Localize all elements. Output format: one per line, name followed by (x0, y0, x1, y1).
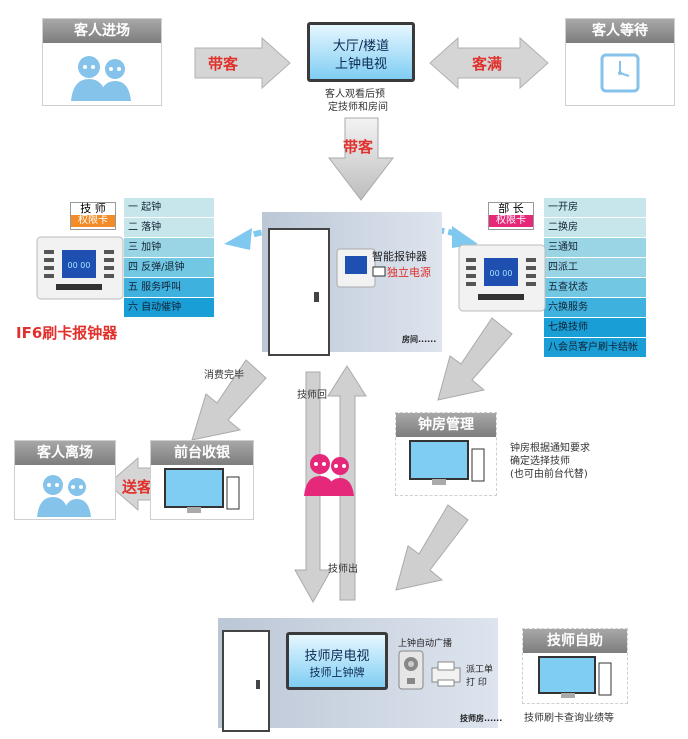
technicians-icon (304, 454, 354, 496)
tech-room-tv: 技师房电视 技师上钟牌 (286, 632, 388, 690)
guest-couple-icon (71, 56, 131, 101)
arrow-to-front-desk (191, 359, 267, 441)
smart-device-label: 智能报钟器 (372, 250, 427, 263)
arrow-daike-down (327, 117, 395, 201)
label-songke: 送客 (122, 478, 153, 496)
power-icon (372, 266, 386, 277)
clock-room-note2: 确定选择技师 (510, 456, 570, 467)
dispatch-line2: 打 印 (466, 678, 487, 688)
tech-card-badge: 技 师 权限卡 (70, 202, 116, 230)
arrow-daike-right (194, 36, 291, 90)
hall-tv-caption1: 客人观看后预 (325, 89, 385, 100)
manager-card-line1: 部 长 (498, 202, 524, 215)
manager-menu-item: 五查状态 (544, 278, 646, 297)
tech-menu-item: 五 服务呼叫 (124, 278, 214, 297)
card-reader-device-right: 00 00 (458, 244, 546, 312)
tech-menu-item: 六 自动催钟 (124, 298, 214, 317)
front-desk-card: 前台收银 (150, 440, 254, 520)
hall-tv-line1: 大厅/楼道 (332, 39, 390, 54)
hall-tv-line2: 上钟电视 (334, 57, 387, 72)
tech-room-tv-line1: 技师房电视 (304, 649, 370, 664)
manager-menu-item: 七换技师 (544, 318, 646, 337)
tech-self-caption: 技师刷卡查询业绩等 (524, 713, 614, 724)
monitor-icon (409, 440, 485, 485)
manager-menu: 一开房 二换房 三通知 四派工 五查状态 六换服务 七换技师 八会员客户刷卡结帐 (544, 198, 646, 358)
speaker-icon (398, 650, 424, 690)
label-keman: 客满 (472, 55, 503, 73)
label-daike-down: 带客 (343, 138, 374, 156)
tech-card-line1: 技 师 (80, 202, 106, 215)
guest-wait-card: 客人等待 (565, 18, 675, 106)
printer-icon (431, 661, 461, 687)
room-label: 房间...... (402, 335, 437, 344)
manager-card-line2: 权限卡 (489, 215, 533, 227)
manager-menu-item: 二换房 (544, 218, 646, 237)
arrow-keman-double (429, 36, 549, 90)
manager-menu-item: 三通知 (544, 238, 646, 257)
clock-icon (600, 53, 640, 93)
clock-room-note1: 钟房根据通知要求 (510, 443, 590, 454)
arrow-to-clock-room (437, 317, 513, 401)
manager-menu-item: 一开房 (544, 198, 646, 217)
clock-room-note3: (也可由前台代替) (510, 469, 588, 480)
manager-menu-item: 四派工 (544, 258, 646, 277)
label-tech-back: 技师回 (297, 390, 327, 401)
smart-clock-device (336, 248, 376, 288)
tech-room-label: 技师房...... (460, 714, 503, 723)
power-label: 独立电源 (387, 266, 431, 279)
tech-menu-item: 三 加钟 (124, 238, 214, 257)
tech-menu: 一 起钟 二 落钟 三 加钟 四 反弹/退钟 五 服务呼叫 六 自动催钟 (124, 198, 214, 318)
svg-text:00 00: 00 00 (490, 269, 513, 278)
svg-text:00 00: 00 00 (68, 261, 91, 270)
guest-enter-card: 客人进场 (42, 18, 162, 106)
product-name: IF6刷卡报钟器 (16, 324, 118, 342)
clock-room-card: 钟房管理 (395, 412, 497, 496)
front-desk-title: 前台收银 (151, 441, 253, 465)
clock-room-title: 钟房管理 (396, 413, 496, 437)
hall-tv: 大厅/楼道 上钟电视 (307, 22, 415, 82)
tech-self-title: 技师自助 (523, 629, 627, 653)
room-door (268, 228, 330, 356)
guest-wait-title: 客人等待 (566, 19, 674, 43)
tech-menu-item: 一 起钟 (124, 198, 214, 217)
arrow-to-tech-room (395, 504, 469, 591)
guest-leave-card: 客人离场 (14, 440, 116, 520)
tech-menu-item: 四 反弹/退钟 (124, 258, 214, 277)
dispatch-line1: 派工单 (466, 665, 494, 675)
manager-menu-item: 六换服务 (544, 298, 646, 317)
tech-room-tv-line2: 技师上钟牌 (309, 666, 365, 679)
label-daike-right: 带客 (208, 55, 239, 73)
guest-couple-icon (37, 475, 91, 517)
label-consume-done: 消费完毕 (204, 370, 244, 381)
manager-card-badge: 部 长 权限卡 (488, 202, 534, 230)
manager-menu-item: 八会员客户刷卡结帐 (544, 338, 646, 357)
tech-self-card: 技师自助 (522, 628, 628, 704)
monitor-icon (164, 468, 240, 513)
tech-room-door (222, 630, 270, 732)
guest-enter-title: 客人进场 (43, 19, 161, 43)
hall-tv-caption2: 定技师和房间 (328, 102, 388, 113)
tech-card-line2: 权限卡 (71, 215, 115, 227)
card-reader-device-left: 00 00 (36, 236, 124, 300)
monitor-icon (538, 656, 612, 698)
label-tech-out: 技师出 (328, 564, 358, 575)
tech-menu-item: 二 落钟 (124, 218, 214, 237)
broadcast-label: 上钟自动广播 (398, 639, 453, 649)
guest-leave-title: 客人离场 (15, 441, 115, 465)
